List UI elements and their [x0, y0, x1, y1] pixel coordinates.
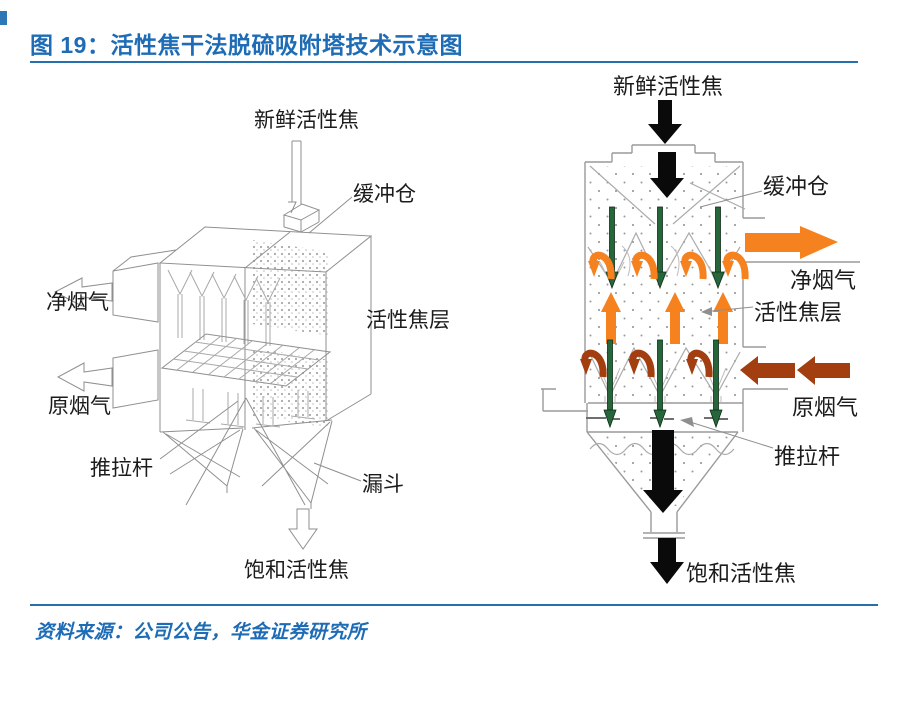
push-rod-bracket [541, 388, 588, 412]
discharge-funnels [159, 397, 333, 509]
raw-gas-in-arrows [740, 356, 850, 385]
raw-gas-arrow [56, 362, 113, 392]
label-fresh-activated-coke: 新鲜活性焦 [254, 109, 359, 132]
coke-layer-leader-arrowhead [701, 307, 712, 316]
push-rod-leader-arrowhead [680, 417, 694, 427]
footer-divider [30, 604, 878, 606]
left-isometric-diagram: 新鲜活性焦 缓冲仓 净烟气 活性焦层 原烟气 推拉杆 漏斗 饱和活性焦 [46, 109, 450, 582]
label-funnel: 漏斗 [362, 473, 404, 496]
brown-hook-arrows [580, 349, 713, 378]
green-down-arrows-row2 [603, 339, 723, 429]
raw-gas-duct [112, 349, 159, 409]
label-fresh-activated-coke: 新鲜活性焦 [613, 74, 723, 99]
label-clean-flue-gas: 净烟气 [46, 291, 109, 314]
label-activated-coke-layer: 活性焦层 [366, 309, 450, 332]
label-push-pull-rod: 推拉杆 [90, 457, 153, 480]
saturated-coke-out-arrow [288, 508, 318, 550]
hopper-chevrons [167, 269, 281, 346]
grating-outline [160, 333, 332, 387]
roof-header-box [282, 203, 321, 233]
page-edge-artifact [0, 11, 7, 25]
black-flow-arrows [643, 100, 684, 584]
grating-grid [172, 335, 320, 385]
label-saturated-activated-coke: 饱和活性焦 [686, 561, 796, 586]
orange-up-arrows [601, 292, 733, 344]
coke-texture-upper [252, 240, 330, 336]
right-leader-lines [689, 190, 774, 449]
title-divider [30, 61, 858, 63]
label-raw-flue-gas: 原烟气 [48, 395, 111, 418]
source-note: 资料来源：公司公告，华金证券研究所 [35, 622, 367, 643]
clean-gas-out-arrow [53, 277, 113, 307]
right-schematic-diagram: 新鲜活性焦 缓冲仓 净烟气 活性焦层 原烟气 推拉杆 饱和活性焦 [541, 74, 860, 586]
label-clean-flue-gas: 净烟气 [790, 268, 856, 293]
push-rod-marks [586, 417, 728, 420]
label-push-pull-rod: 推拉杆 [774, 444, 840, 469]
buffer-bin-walls [589, 165, 746, 225]
clean-gas-duct [112, 249, 177, 323]
left-leader-lines [159, 196, 362, 482]
coke-texture-lower [252, 348, 330, 428]
orange-hook-arrows [588, 251, 749, 280]
side-duct-lines [743, 217, 860, 390]
grating-legs [185, 388, 316, 428]
clean-gas-out-arrow-right [745, 226, 838, 259]
label-activated-coke-layer: 活性焦层 [754, 300, 842, 325]
label-buffer-bin: 缓冲仓 [763, 174, 829, 199]
figure-title: 图 19：活性焦干法脱硫吸附塔技术示意图 [30, 32, 463, 58]
label-buffer-bin: 缓冲仓 [353, 183, 416, 206]
label-raw-flue-gas: 原烟气 [792, 395, 858, 420]
label-saturated-activated-coke: 饱和活性焦 [244, 559, 349, 582]
feed-pipe [288, 140, 302, 214]
